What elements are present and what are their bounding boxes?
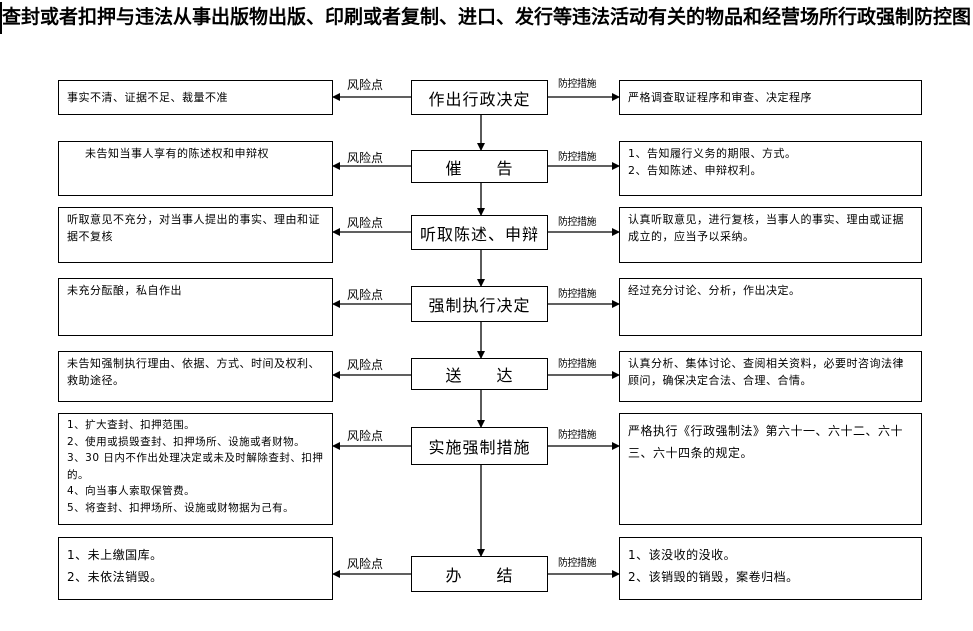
risk-label-1: 风险点: [347, 78, 384, 92]
control-label-4: 防控措施: [558, 289, 597, 300]
control-box-5: 认真分析、集体讨论、查阅相关资料，必要时咨询法律顾问，确保决定合法、合理、合情。: [619, 351, 922, 402]
risk-box-6: 1、扩大查封、扣押范围。 2、使用或损毁查封、扣押场所、设施或者财物。 3、30…: [58, 413, 333, 525]
step-box-1: 作出行政决定: [411, 80, 548, 115]
risk-box-2: 未告知当事人享有的陈述权和申辩权: [58, 141, 333, 196]
risk-label-6: 风险点: [347, 429, 384, 443]
control-label-5: 防控措施: [558, 359, 597, 370]
control-box-4: 经过充分讨论、分析，作出决定。: [619, 278, 922, 336]
control-box-7: 1、该没收的没收。 2、该销毁的销毁，案卷归档。: [619, 537, 922, 600]
control-label-7: 防控措施: [558, 558, 597, 569]
step-box-2: 催 告: [411, 150, 548, 183]
risk-label-3: 风险点: [347, 216, 384, 230]
control-box-6: 严格执行《行政强制法》第六十一、六十二、六十三、六十四条的规定。: [619, 413, 922, 525]
risk-box-3: 听取意见不充分，对当事人提出的事实、理由和证据不复核: [58, 207, 333, 263]
risk-box-7: 1、未上缴国库。 2、未依法销毁。: [58, 537, 333, 600]
page-title: 查封或者扣押与违法从事出版物出版、印刷或者复制、进口、发行等违法活动有关的物品和…: [0, 2, 973, 34]
step-box-4: 强制执行决定: [411, 286, 548, 322]
step-box-7: 办 结: [411, 556, 548, 592]
risk-box-5: 未告知强制执行理由、依据、方式、时间及权利、救助途径。: [58, 351, 333, 402]
control-box-1: 严格调查取证程序和审查、决定程序: [619, 80, 922, 115]
control-label-6: 防控措施: [558, 430, 597, 441]
risk-box-1: 事实不清、证据不足、裁量不准: [58, 80, 333, 115]
control-box-3: 认真听取意见，进行复核，当事人的事实、理由或证据成立的，应当予以采纳。: [619, 207, 922, 263]
risk-label-2: 风险点: [347, 151, 384, 165]
risk-label-5: 风险点: [347, 358, 384, 372]
risk-label-7: 风险点: [347, 557, 384, 571]
step-box-3: 听取陈述、申辩: [411, 215, 548, 250]
control-label-2: 防控措施: [558, 152, 597, 163]
risk-label-4: 风险点: [347, 288, 384, 302]
control-box-2: 1、告知履行义务的期限、方式。 2、告知陈述、申辩权利。: [619, 141, 922, 196]
control-label-1: 防控措施: [558, 79, 597, 90]
control-label-3: 防控措施: [558, 217, 597, 228]
step-box-5: 送 达: [411, 358, 548, 390]
step-box-6: 实施强制措施: [411, 427, 548, 465]
risk-box-4: 未充分酝酿，私自作出: [58, 278, 333, 336]
